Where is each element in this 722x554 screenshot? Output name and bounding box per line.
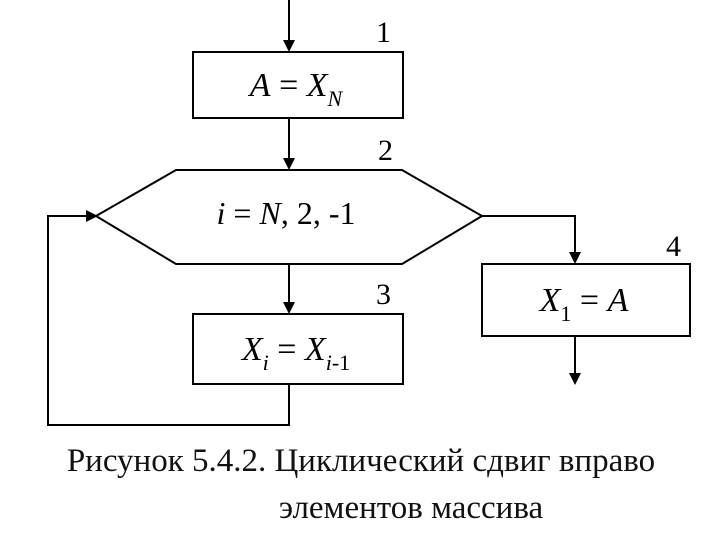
- block-1-process: [192, 51, 404, 119]
- flowchart: 1 A = XN 2 i = N, 2, -1 3 Xi = Xi-1 4 X1…: [47, 0, 691, 426]
- block-2-number: 2: [378, 134, 393, 167]
- block-2-loop: [94, 169, 484, 265]
- figure-caption-line-1: Рисунок 5.4.2. Циклический сдвиг вправо: [66, 443, 656, 479]
- block-2-formula: i = N, 2, -1: [217, 195, 356, 231]
- block-4-formula: X1 = A: [538, 282, 629, 326]
- block-3-process: [192, 313, 404, 385]
- block-1-number: 1: [376, 16, 391, 49]
- block-3-number: 3: [376, 278, 391, 311]
- exit-line: [482, 215, 581, 264]
- loop-back-line: [47, 210, 290, 426]
- block-3-formula: Xi = Xi-1: [240, 331, 350, 375]
- block-1-formula: A = XN: [248, 67, 344, 111]
- block-4-number: 4: [666, 230, 681, 263]
- figure-caption-line-2: элементов массива: [278, 490, 544, 526]
- block-4-process: [481, 263, 691, 337]
